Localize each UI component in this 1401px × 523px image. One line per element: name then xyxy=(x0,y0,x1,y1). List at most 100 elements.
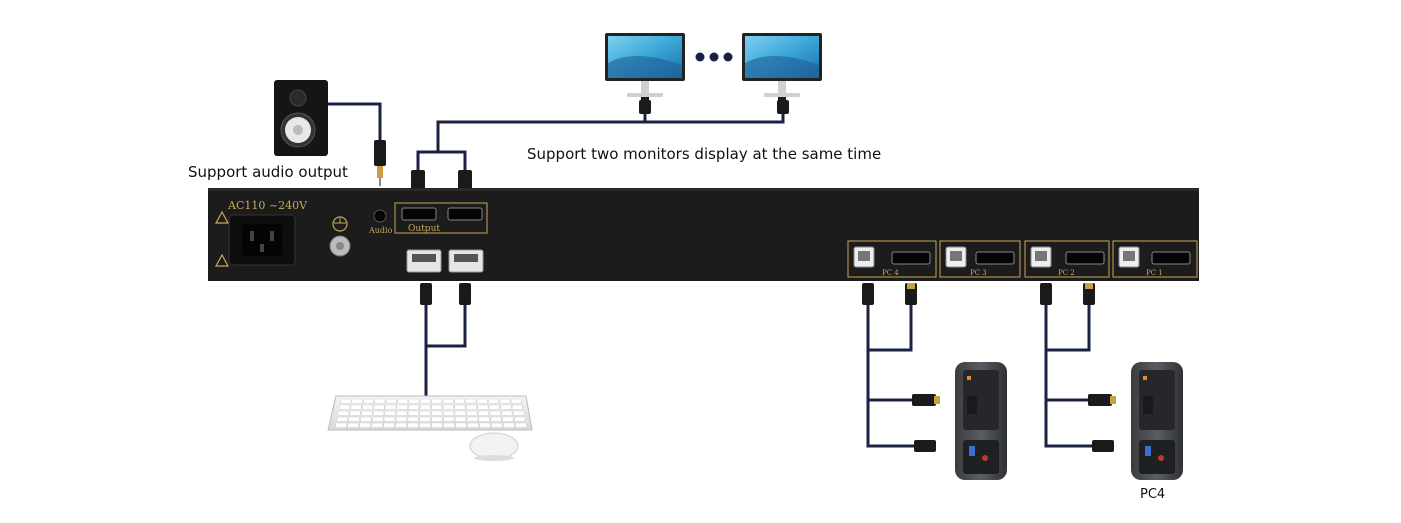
keyboard-key xyxy=(500,404,512,410)
usb-plugs-bottom xyxy=(420,283,1052,305)
pc-port-group-3: PC 3 xyxy=(939,240,1021,278)
keyboard-key xyxy=(419,410,431,416)
keyboard-key xyxy=(491,422,503,428)
keyboard-key xyxy=(395,422,407,428)
keyboard-key xyxy=(431,416,443,422)
monitors-caption: Support two monitors display at the same… xyxy=(527,145,881,163)
ellipsis-dots xyxy=(695,52,733,62)
audio-jack-label: Audio xyxy=(368,226,393,235)
keyboard-key xyxy=(383,416,396,422)
keyboard-key xyxy=(385,404,397,410)
audio-cable xyxy=(328,102,382,140)
keyboard-key xyxy=(502,422,515,428)
keyboard-key xyxy=(431,398,443,404)
pc-port-label: PC 1 xyxy=(1146,269,1163,277)
mouse-icon xyxy=(469,432,519,461)
keyboard-key xyxy=(372,410,385,416)
keyboard-key xyxy=(466,410,478,416)
keyboard-key xyxy=(489,410,501,416)
keyboard-key xyxy=(454,404,466,410)
keyboard-key xyxy=(338,404,351,410)
keyboard-key xyxy=(477,404,489,410)
keyboard-key xyxy=(347,422,360,428)
keyboard-key xyxy=(442,404,454,410)
keyboard-key xyxy=(488,398,500,404)
pc-cable-group-b xyxy=(1044,305,1096,448)
hdmi-cable-split xyxy=(416,150,467,170)
keyboard-key xyxy=(361,410,373,416)
usb-ports xyxy=(406,249,484,273)
keyboard-key xyxy=(477,410,490,416)
keyboard-key xyxy=(442,398,454,404)
hdmi-plug xyxy=(639,100,651,114)
keyboard-key xyxy=(514,422,527,428)
keyboard-key xyxy=(374,398,386,404)
keyboard-key xyxy=(511,404,524,410)
keyboard-key xyxy=(502,416,514,422)
keyboard-key xyxy=(454,416,467,422)
keyboard-key xyxy=(372,416,384,422)
mini-pc-icon xyxy=(1131,362,1183,480)
keyboard-key xyxy=(465,398,477,404)
pc-cable-group-a xyxy=(866,305,918,448)
keyboard-key xyxy=(442,410,455,416)
pc-port-label: PC 2 xyxy=(1058,269,1075,277)
keyboard-key xyxy=(408,398,420,404)
keyboard-key xyxy=(351,398,363,404)
keyboard-key xyxy=(476,398,488,404)
audio-plug xyxy=(374,140,386,186)
keyboard-key xyxy=(396,404,408,410)
keyboard-key xyxy=(465,404,477,410)
keyboard-key xyxy=(407,410,420,416)
keyboard-key xyxy=(397,398,409,404)
keyboard-key xyxy=(443,422,455,428)
keyboard-key xyxy=(383,422,395,428)
keyboard-key xyxy=(455,422,467,428)
keyboard-key xyxy=(340,398,352,404)
keyboard-key xyxy=(478,416,490,422)
keyboard-key xyxy=(512,410,525,416)
keyboard-icon xyxy=(327,395,533,431)
audio-caption: Support audio output xyxy=(188,163,348,181)
keyboard-key xyxy=(431,410,443,416)
keyboard-key xyxy=(360,416,372,422)
keyboard-key xyxy=(407,422,419,428)
keyboard-key xyxy=(513,416,526,422)
hdmi-plugs-bottom xyxy=(905,283,1095,305)
keyboard-key xyxy=(384,410,396,416)
keyboard-key xyxy=(349,410,361,416)
hdmi-cable-monitor-2 xyxy=(436,110,785,152)
keyboard-key xyxy=(431,422,443,428)
keyboard-key xyxy=(419,404,431,410)
keyboard-key xyxy=(362,398,374,404)
keyboard-key xyxy=(359,422,371,428)
keyboard-key xyxy=(348,416,360,422)
keyboard-key xyxy=(501,410,513,416)
power-socket-icon xyxy=(228,214,296,266)
keyboard-key xyxy=(454,410,466,416)
keyboard-key xyxy=(510,398,522,404)
keyboard-key xyxy=(442,416,455,422)
pc-port-group-4: PC 4 xyxy=(847,240,937,278)
keyboard-key xyxy=(385,398,397,404)
cables xyxy=(328,102,1096,448)
monitor-icon xyxy=(605,33,685,113)
monitor-icon xyxy=(742,33,822,113)
warning-icon xyxy=(214,210,230,267)
usb-cable-keyboard-mouse xyxy=(424,305,467,396)
keyboard-key xyxy=(408,404,420,410)
hdmi-plug xyxy=(777,100,789,114)
keyboard-key xyxy=(419,398,431,404)
keyboard-key xyxy=(407,416,419,422)
kvm-rear-panel: AC110 ~240V Audio Outp xyxy=(208,188,1199,281)
pc-port-group-1: PC 1 xyxy=(1112,240,1198,278)
keyboard-key xyxy=(479,422,491,428)
output-label: Output xyxy=(408,224,440,234)
speaker-icon xyxy=(274,80,328,156)
keyboard-key xyxy=(336,416,348,422)
side-plugs xyxy=(912,394,1116,452)
pc-port-group-2: PC 2 xyxy=(1024,240,1110,278)
keyboard-key xyxy=(467,422,479,428)
keyboard-key xyxy=(499,398,511,404)
